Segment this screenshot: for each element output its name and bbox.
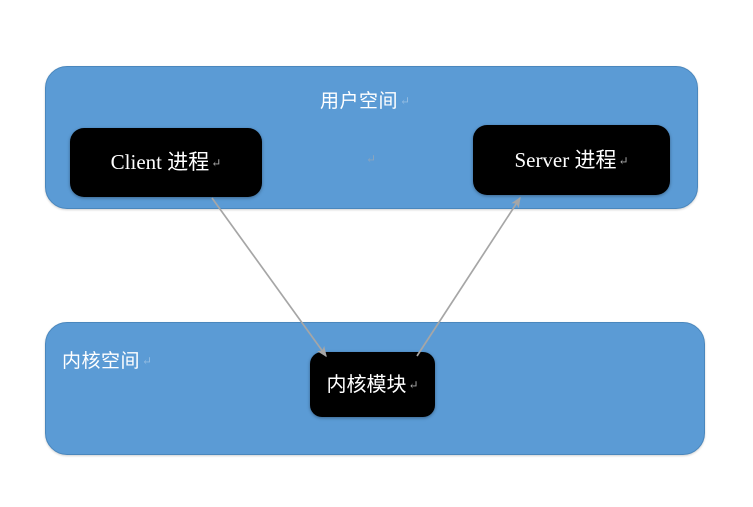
kernel-module-label: 内核模块↵ <box>326 375 418 395</box>
return-mark-icon: ↵ <box>400 94 411 108</box>
server-process-label-text: Server 进程 <box>514 147 617 172</box>
user-space-label-text: 用户空间 <box>320 91 399 112</box>
kernel-space-label-text: 内核空间 <box>62 351 141 372</box>
client-process-label: Client 进程↵ <box>111 152 222 173</box>
server-process-box[interactable]: Server 进程↵ <box>473 125 670 195</box>
return-mark-icon: ↵ <box>211 156 222 170</box>
kernel-module-label-text: 内核模块 <box>326 373 407 396</box>
return-mark-icon: ↵ <box>142 354 153 368</box>
user-space-label: 用户空间↵ <box>320 92 411 111</box>
kernel-space-label: 内核空间↵ <box>62 352 153 371</box>
client-process-label-text: Client 进程 <box>110 150 210 174</box>
return-mark-icon: ↵ <box>618 153 629 168</box>
server-process-label: Server 进程↵ <box>514 147 629 172</box>
client-process-box[interactable]: Client 进程↵ <box>70 128 262 197</box>
return-mark-icon: ↵ <box>408 377 419 392</box>
kernel-module-box[interactable]: 内核模块↵ <box>310 352 435 417</box>
return-mark-icon-center: ↵ <box>366 152 377 166</box>
